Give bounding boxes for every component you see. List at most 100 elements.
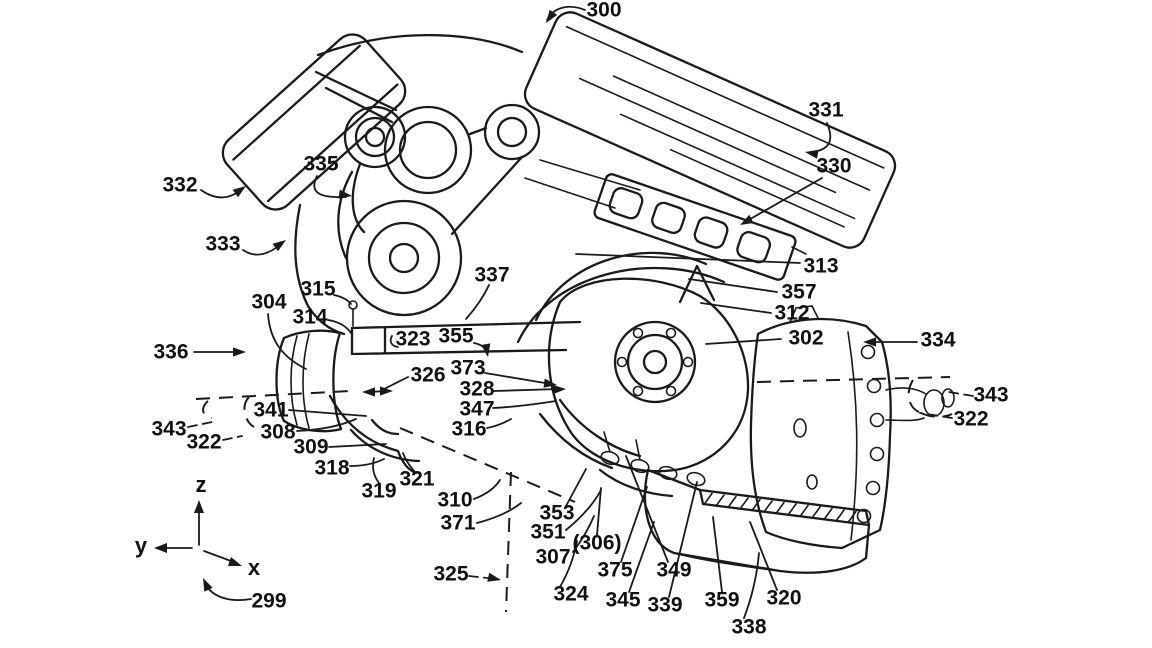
ref-label-375: 375	[597, 559, 632, 582]
leader-371	[476, 502, 522, 524]
ref-label-339: 339	[647, 594, 682, 617]
leader-373	[484, 372, 552, 385]
ref-label-309: 309	[293, 436, 328, 459]
ref-label-324: 324	[553, 583, 588, 606]
z-axis-arrow	[194, 500, 204, 513]
arrowhead-326-gap	[362, 387, 375, 397]
axis-label-x: x	[248, 555, 261, 580]
ref-label-332: 332	[162, 174, 197, 197]
ref-label-341: 341	[253, 399, 288, 422]
leader-322L	[222, 435, 243, 441]
ref-label-321: 321	[399, 468, 434, 491]
ref-label-355: 355	[438, 325, 473, 348]
arrowhead-335	[338, 189, 352, 199]
ref-label-307: 307	[535, 546, 570, 569]
ref-label-331: 331	[808, 99, 843, 122]
arrowhead-299	[203, 578, 213, 592]
leader-318	[349, 458, 385, 467]
leader-310	[473, 479, 501, 500]
leader-357	[688, 278, 778, 293]
ref-label-338: 338	[731, 616, 766, 639]
ref-label-347: 347	[459, 398, 494, 421]
exhaust-port-band	[593, 173, 797, 281]
leader-326	[383, 376, 409, 390]
arrowhead-334	[863, 337, 876, 347]
ref-label-315: 315	[300, 278, 335, 301]
reference-labels: 3003323353333313303133573123023373043153…	[135, 0, 1009, 639]
ref-label-353: 353	[539, 502, 574, 525]
ref-label-328: 328	[459, 378, 494, 401]
driveline-axis-dashed	[399, 427, 576, 503]
frame-rail-dashed-right	[756, 376, 953, 418]
tensioner-pulley	[383, 105, 473, 195]
mount-crossmember	[348, 300, 582, 356]
leader-338	[743, 552, 760, 619]
arrowhead-355	[481, 343, 491, 357]
arrowhead-325	[487, 572, 501, 582]
lower-bracket-legs	[328, 394, 421, 475]
pan-hatching	[703, 492, 857, 524]
leader-353	[565, 468, 587, 507]
idler-pulley	[343, 105, 407, 169]
ref-label-337: 337	[474, 264, 509, 287]
mount-fastener-row	[538, 398, 706, 498]
leader-345	[628, 521, 655, 593]
ref-label-319: 319	[361, 480, 396, 503]
leader-320	[749, 521, 778, 591]
motor-bell-housing	[516, 251, 750, 473]
leader-319	[372, 457, 380, 484]
right-intake-cover	[523, 11, 897, 249]
ref-label-336: 336	[153, 341, 188, 364]
ref-label-299: 299	[251, 590, 286, 613]
ref-label-302: 302	[788, 327, 823, 350]
leader-343L	[187, 421, 213, 428]
ref-label-357: 357	[781, 281, 816, 304]
arrowhead-326-gap	[380, 386, 393, 396]
ref-label-351: 351	[530, 521, 565, 544]
ref-label-334: 334	[920, 329, 955, 352]
ref-label-335: 335	[303, 153, 338, 176]
ref-label-330: 330	[816, 155, 851, 178]
crank-pulley	[345, 199, 463, 317]
leader-309	[328, 443, 387, 448]
leader-299	[204, 583, 252, 601]
axis-triad	[154, 500, 242, 566]
engine-artwork	[154, 11, 955, 613]
leader-347	[492, 400, 557, 409]
head-edge-lines	[524, 159, 807, 255]
ref-label-322L: 322	[186, 431, 221, 454]
front-mount-bushing	[275, 329, 343, 433]
leader-314	[327, 319, 352, 334]
ref-label-359: 359	[704, 589, 739, 612]
leader-322R	[919, 412, 953, 419]
arrowhead-331	[805, 149, 819, 159]
alternator-pulley	[483, 103, 541, 161]
ref-label-316: 316	[451, 418, 486, 441]
leader-349	[625, 455, 669, 563]
leader-306	[596, 487, 602, 536]
ref-label-304: 304	[251, 291, 286, 314]
ref-label-313: 313	[803, 255, 838, 278]
drive-belt	[314, 34, 524, 236]
left-valve-cover	[221, 33, 407, 211]
arrowhead-330	[740, 214, 754, 225]
axis-label-y: y	[135, 533, 148, 558]
vertical-reference-dashed	[505, 471, 512, 613]
leader-343R	[948, 391, 974, 397]
ref-label-333: 333	[205, 233, 240, 256]
leader-304	[267, 313, 307, 370]
y-axis-arrow	[154, 543, 167, 553]
ref-label-320: 320	[766, 587, 801, 610]
leader-321	[402, 452, 415, 472]
ref-label-325: 325	[433, 563, 468, 586]
ref-label-373: 373	[450, 357, 485, 380]
ref-label-345: 345	[605, 589, 640, 612]
leader-341	[288, 409, 367, 417]
leader-337	[465, 284, 490, 320]
ref-label-323: 323	[395, 328, 430, 351]
ref-label-308: 308	[260, 421, 295, 444]
leader-351	[565, 489, 602, 531]
ref-label-371: 371	[440, 512, 475, 535]
